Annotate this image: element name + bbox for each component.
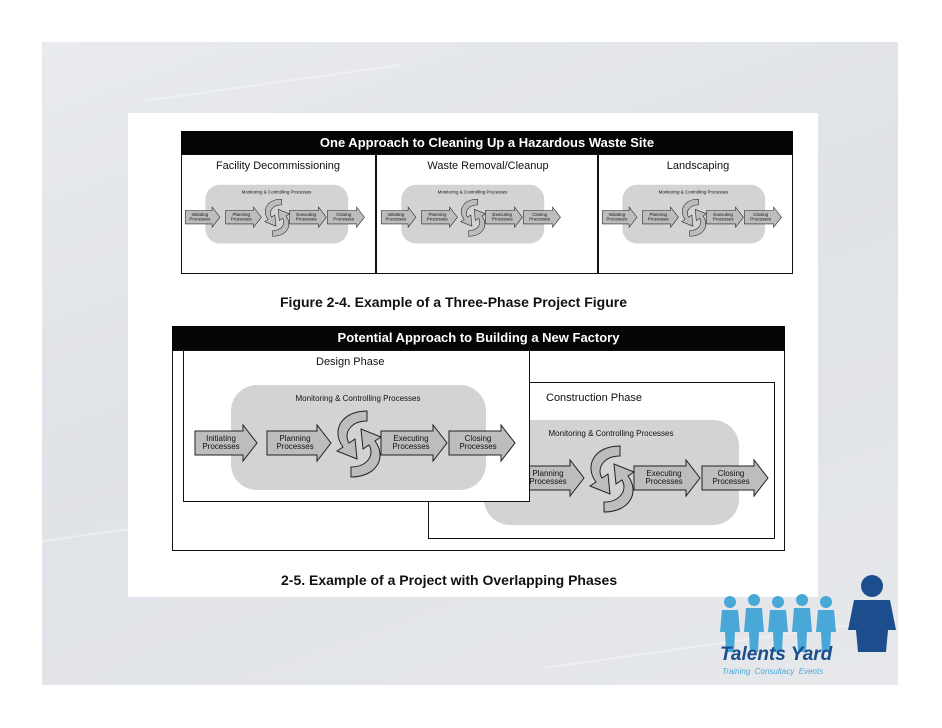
- closing-arrow: [523, 206, 561, 229]
- figure-caption: 2-5. Example of a Project with Overlappi…: [281, 572, 618, 588]
- logo-name: Talents Yard: [720, 644, 833, 665]
- cycle-arrow-left: [460, 199, 478, 227]
- figure-caption: Figure 2-4. Example of a Three-Phase Pro…: [280, 294, 627, 310]
- process-oval: [205, 184, 349, 244]
- people-silhouettes-icon: [720, 575, 896, 652]
- phase-label-facility-decommissioning: Facility Decommissioning: [215, 160, 341, 172]
- executing-arrow: [633, 458, 701, 498]
- cycle-arrow-right: [350, 428, 383, 478]
- initiating-arrow: [184, 206, 221, 229]
- executing-arrow: [706, 206, 744, 229]
- phase-label-waste-removal: Waste Removal/Cleanup: [427, 160, 549, 172]
- phase-divider: [597, 154, 599, 274]
- executing-arrow: [485, 206, 523, 229]
- talents-yard-logo: Talents Yard Training Consultacy Events: [712, 572, 898, 684]
- figure-bottom-title: Potential Approach to Building a New Fac…: [172, 326, 785, 350]
- document-page: One Approach to Cleaning Up a Hazardous …: [128, 113, 818, 597]
- cycle-arrow-left: [681, 199, 699, 227]
- cycle-arrow-right: [603, 463, 636, 513]
- phase-label-construction: Construction Phase: [546, 392, 642, 404]
- figure-top-title: One Approach to Cleaning Up a Hazardous …: [181, 131, 793, 154]
- planning-arrow: [421, 206, 458, 229]
- cycle-arrow-right: [468, 208, 486, 237]
- phase-label-design: Design Phase: [316, 356, 385, 368]
- process-oval: [484, 420, 739, 525]
- cycle-arrow-right: [689, 208, 707, 237]
- cycle-arrow-left: [335, 410, 368, 460]
- planning-arrow: [266, 423, 332, 463]
- process-oval: [622, 184, 766, 244]
- executing-arrow: [289, 206, 327, 229]
- closing-arrow: [448, 423, 516, 463]
- monitoring-controlling-label: Monitoring & Controlling Processes: [438, 190, 509, 195]
- closing-arrow: [701, 458, 769, 498]
- initiating-arrow: [601, 206, 638, 229]
- closing-arrow: [744, 206, 782, 229]
- executing-arrow: [380, 423, 448, 463]
- monitoring-controlling-label: Monitoring & Controlling Processes: [549, 429, 674, 438]
- figure-top-frame: [181, 154, 793, 274]
- monitoring-controlling-label: Monitoring & Controlling Processes: [242, 190, 313, 195]
- initiating-arrow: [380, 206, 417, 229]
- monitoring-controlling-label: Monitoring & Controlling Processes: [659, 190, 730, 195]
- cycle-arrow-left: [264, 199, 282, 227]
- initiating-arrow: [194, 423, 258, 463]
- process-oval: [401, 184, 545, 244]
- closing-arrow: [327, 206, 365, 229]
- logo-tagline: Training Consultacy Events: [722, 667, 824, 676]
- phase-label-landscaping: Landscaping: [666, 160, 730, 172]
- phase-divider: [375, 154, 377, 274]
- process-oval: [231, 385, 486, 490]
- cycle-arrow-left: [588, 445, 621, 495]
- planning-arrow: [225, 206, 262, 229]
- cycle-arrow-right: [272, 208, 290, 237]
- planning-arrow: [642, 206, 679, 229]
- monitoring-controlling-label: Monitoring & Controlling Processes: [296, 394, 421, 403]
